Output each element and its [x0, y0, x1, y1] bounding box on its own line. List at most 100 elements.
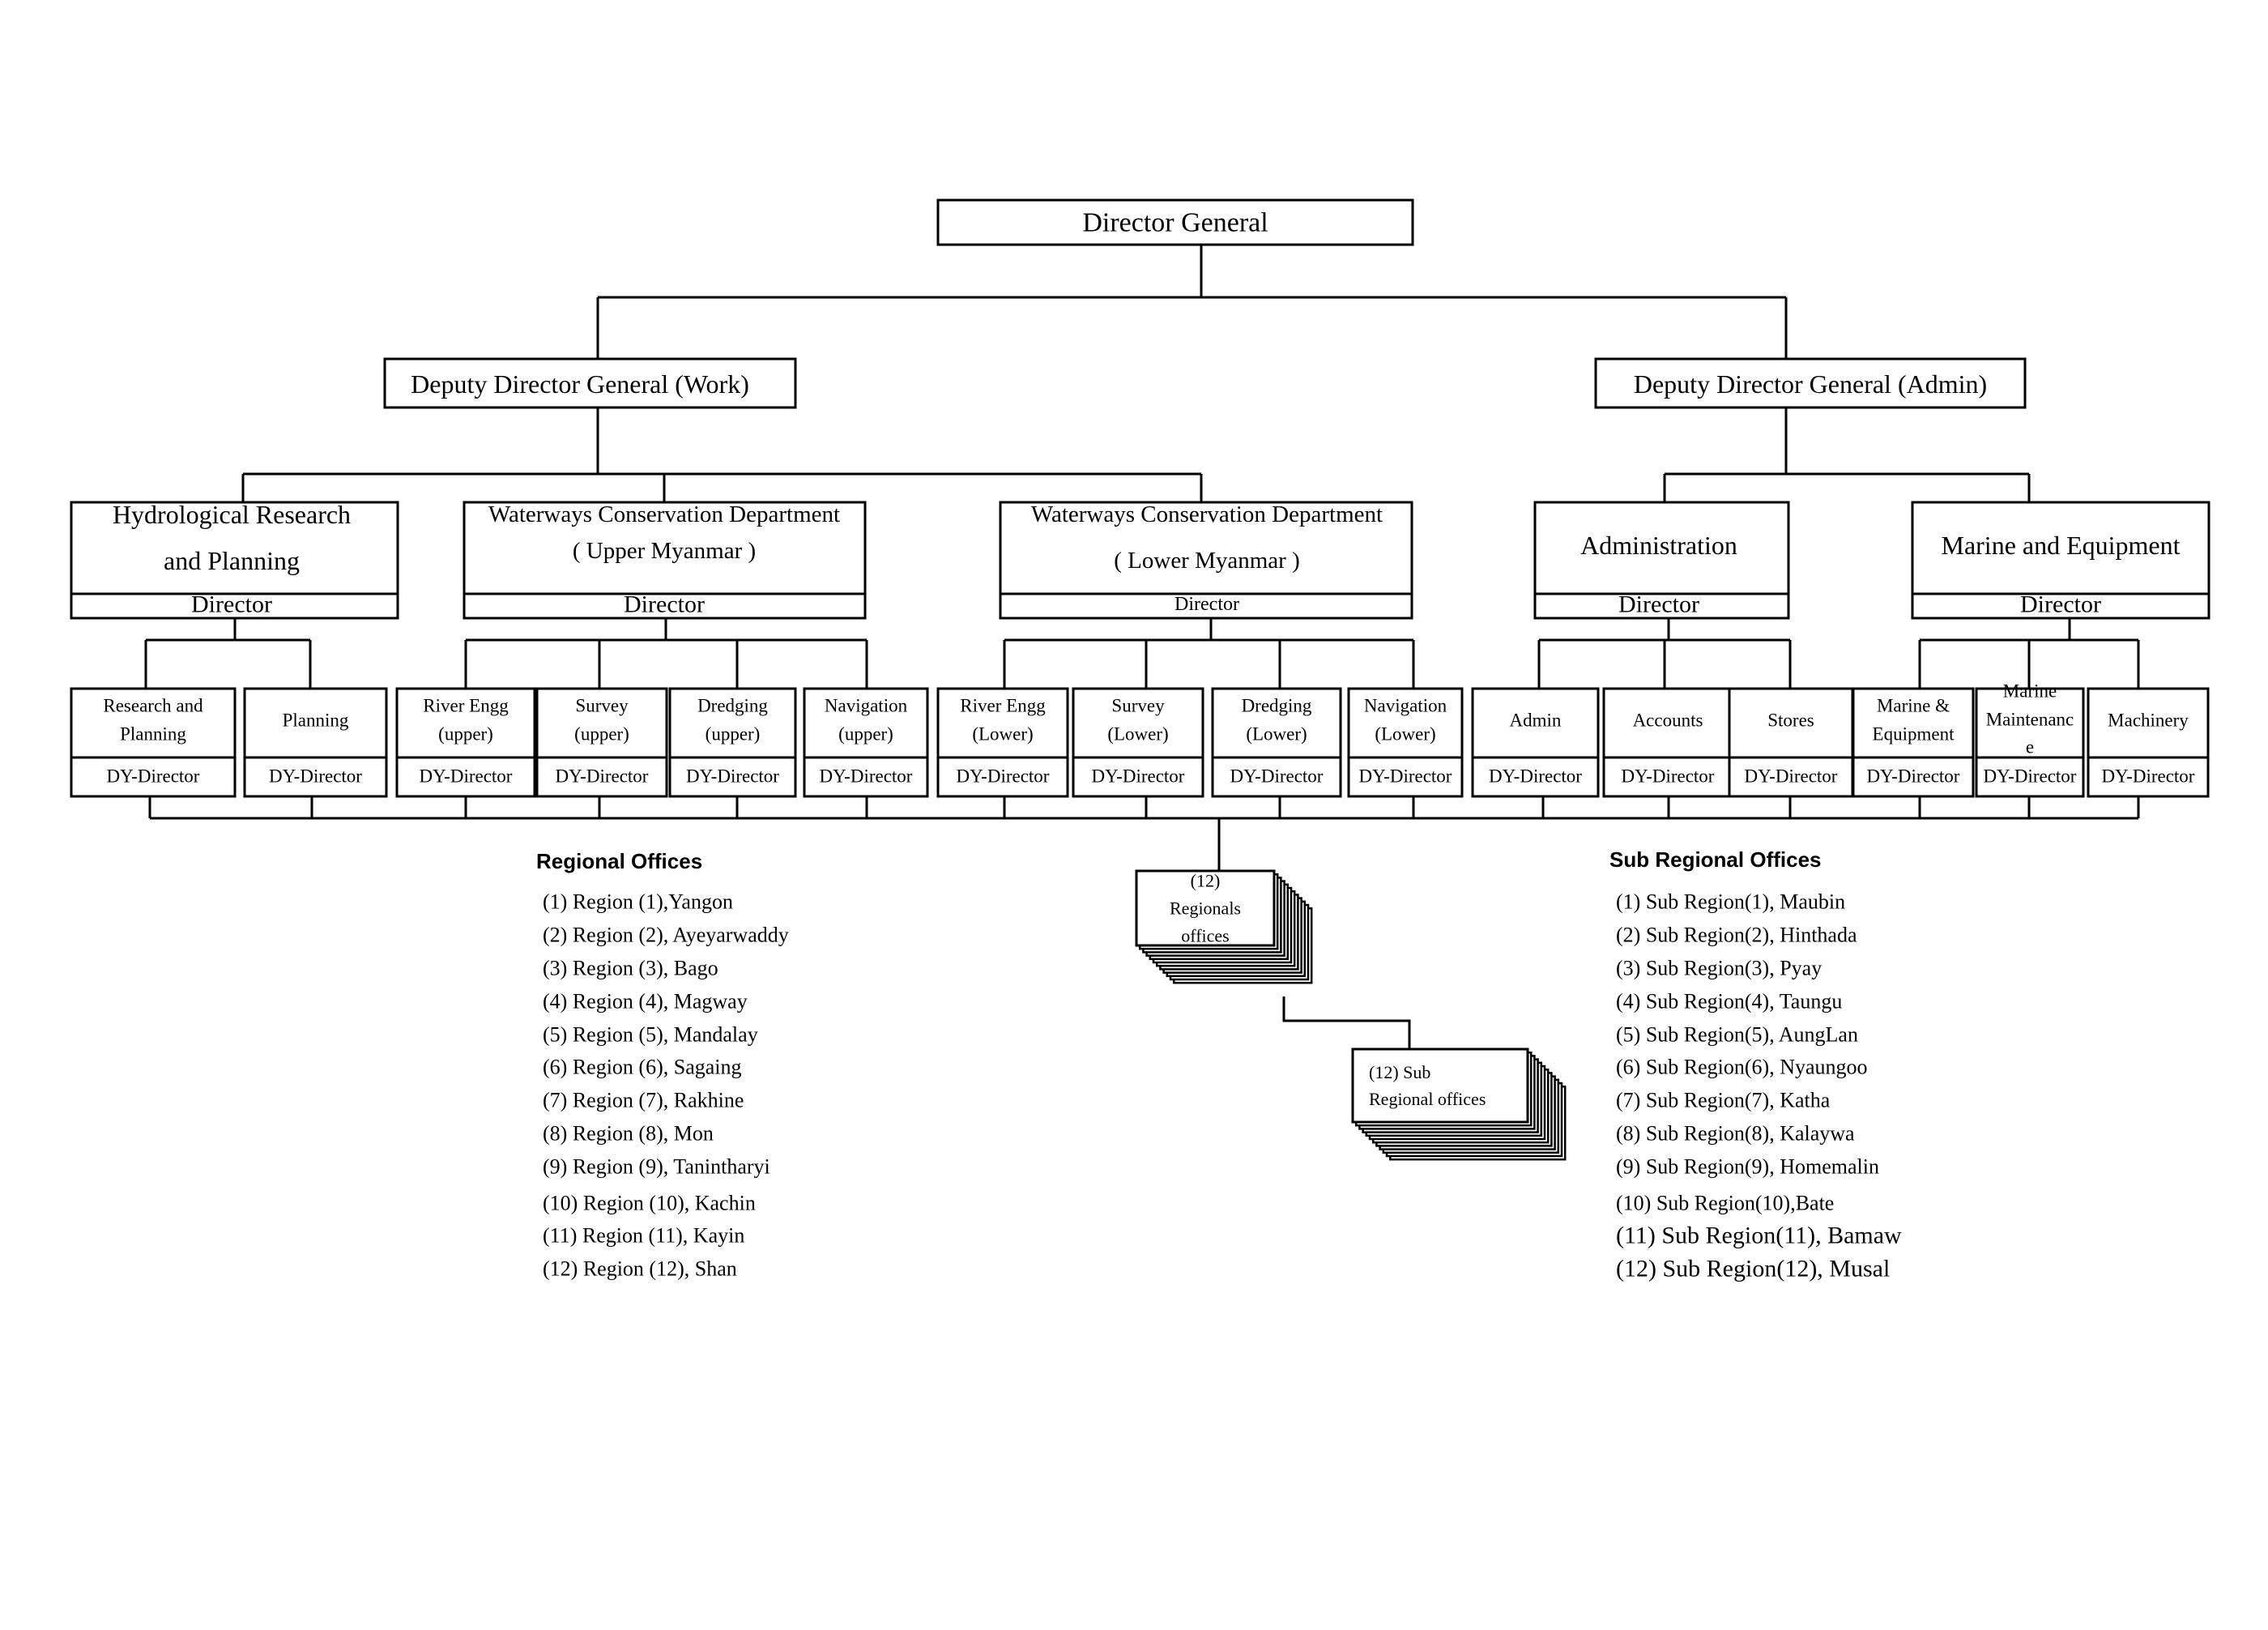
regional-offices-list-item: (4) Region (4), Magway: [543, 990, 748, 1013]
regional-offices-list-item: (1) Region (1),Yangon: [543, 890, 733, 914]
department-name: ( Lower Myanmar ): [1114, 548, 1300, 574]
sub-regional-offices-list-item: (8) Sub Region(8), Kalaywa: [1616, 1122, 1855, 1146]
department-2-box: [463, 501, 867, 620]
section-name: Dredging: [697, 696, 768, 716]
section-name: Planning: [120, 724, 186, 745]
regional-offices-list-item: (5) Region (5), Mandalay: [543, 1023, 758, 1047]
regional-offices-stack-label: (12): [1191, 871, 1221, 891]
department-role: Director: [1618, 591, 1699, 618]
section-name: Stores: [1767, 710, 1814, 731]
sub-regional-offices-list-item: (9) Sub Region(9), Homemalin: [1616, 1155, 1879, 1179]
section-role: DY-Director: [686, 766, 779, 787]
section-name: e: [2026, 737, 2034, 757]
section-role: DY-Director: [1745, 766, 1838, 787]
regional-offices-list-title: Regional Offices: [536, 849, 702, 873]
department-5-box: [1911, 501, 2210, 620]
sub-regional-offices-list-item: (6) Sub Region(6), Nyaungoo: [1616, 1056, 1868, 1079]
sub-regional-offices-list-item: (5) Sub Region(5), AungLan: [1616, 1023, 1858, 1047]
section-role: DY-Director: [1092, 766, 1185, 787]
director-general-box: [936, 198, 1414, 246]
sub-regional-offices-list-item: (7) Sub Region(7), Katha: [1616, 1089, 1831, 1112]
regional-offices-list-item: (3) Region (3), Bago: [543, 957, 718, 980]
regional-offices-list: Regional Offices(1) Region (1),Yangon(2)…: [536, 849, 789, 1281]
department-name: ( Upper Myanmar ): [573, 538, 756, 564]
subregional-offices-stack: [1351, 1048, 1529, 1124]
section-role: DY-Director: [1359, 766, 1452, 787]
section-9-box: [1211, 687, 1342, 798]
deputy-director-general-1-box: [383, 357, 797, 409]
section-role: DY-Director: [1622, 766, 1715, 787]
regional-offices-list-item: (10) Region (10), Kachin: [543, 1192, 756, 1215]
regional-offices-list-item: (7) Region (7), Rakhine: [543, 1089, 744, 1112]
deputy-director-general-label: Deputy Director General (Work): [411, 369, 749, 399]
director-general: Director General: [936, 198, 1414, 246]
department-3: Waterways Conservation Department ( Lower…: [999, 501, 1413, 620]
office-lists: Regional Offices (1) Region (1),Yangon (2)…: [536, 847, 1902, 1282]
department-name: Waterways Conservation Department: [488, 501, 840, 527]
section-name: Planning: [283, 710, 349, 731]
connector-to-subregional-offices: [1282, 996, 1411, 1053]
section-12-box: [1602, 687, 1733, 798]
sub-regional-offices-list-item: (10) Sub Region(10),Bate: [1616, 1192, 1834, 1215]
section-6-box: [803, 687, 929, 798]
sub-regional-offices-list-title: Sub Regional Offices: [1609, 847, 1822, 872]
section-name: Dredging: [1242, 696, 1312, 716]
sub-regional-offices-list-item: (2) Sub Region(2), Hinthada: [1616, 924, 1857, 947]
section-name: River Engg: [960, 696, 1046, 716]
deputy-director-general-2: Deputy Director General (Admin): [1594, 357, 2027, 409]
section-16-box: [2087, 687, 2210, 798]
section-name: Navigation: [1364, 696, 1447, 716]
section-3-box: [395, 687, 536, 798]
section-7-box: [936, 687, 1069, 798]
section-5-box: [668, 687, 797, 798]
section-role: DY-Director: [1230, 766, 1324, 787]
section-3: River Engg(upper)DY-Director: [395, 687, 536, 798]
section-role: DY-Director: [2102, 766, 2195, 787]
sub-regional-offices-list-item: (11) Sub Region(11), Bamaw: [1616, 1222, 1902, 1249]
section-4-box: [535, 687, 668, 798]
section-10: Navigation (Lower) DY-Director: [1347, 687, 1464, 798]
regional-offices-list-item: (11) Region (11), Kayin: [543, 1224, 744, 1248]
regional-offices-stack: [1135, 869, 1276, 947]
section-name: (upper): [838, 724, 893, 745]
regional-offices-list-item: (9) Region (9), Tanintharyi: [543, 1155, 770, 1179]
section-2-box: [243, 687, 388, 798]
section-name: (upper): [438, 724, 493, 745]
sub-regional-offices-list: Sub Regional Offices(1) Sub Region(1), M…: [1609, 847, 1902, 1282]
section-8: Survey(Lower)DY-Director: [1072, 687, 1204, 798]
section-name: Survey: [575, 696, 629, 716]
department-name: and Planning: [164, 546, 300, 575]
section-7: River Engg(Lower)DY-Director: [936, 687, 1069, 798]
department-name: Waterways Conservation Department: [1031, 501, 1383, 527]
section-role: DY-Director: [1984, 766, 2077, 787]
department-4-box: [1533, 501, 1790, 620]
sub-regional-offices-list-item: (4) Sub Region(4), Taungu: [1616, 990, 1842, 1013]
regional-offices-stack-label: offices: [1181, 926, 1229, 946]
section-role: DY-Director: [820, 766, 913, 787]
section-name: Marine &: [1877, 696, 1950, 716]
section-name: (upper): [706, 724, 761, 745]
department-role: Director: [191, 591, 272, 618]
section-role: DY-Director: [269, 766, 362, 787]
section-name: (Lower): [1107, 724, 1168, 745]
section-name: Maintenanc: [1986, 710, 2074, 730]
section-15-box: [1975, 687, 2085, 798]
regional-offices-stack-label: Regionals: [1170, 898, 1241, 919]
section-name: (Lower): [1375, 724, 1435, 745]
section-11-box: [1471, 687, 1600, 798]
section-8-box: [1072, 687, 1204, 798]
department-role: Director: [2020, 591, 2101, 618]
